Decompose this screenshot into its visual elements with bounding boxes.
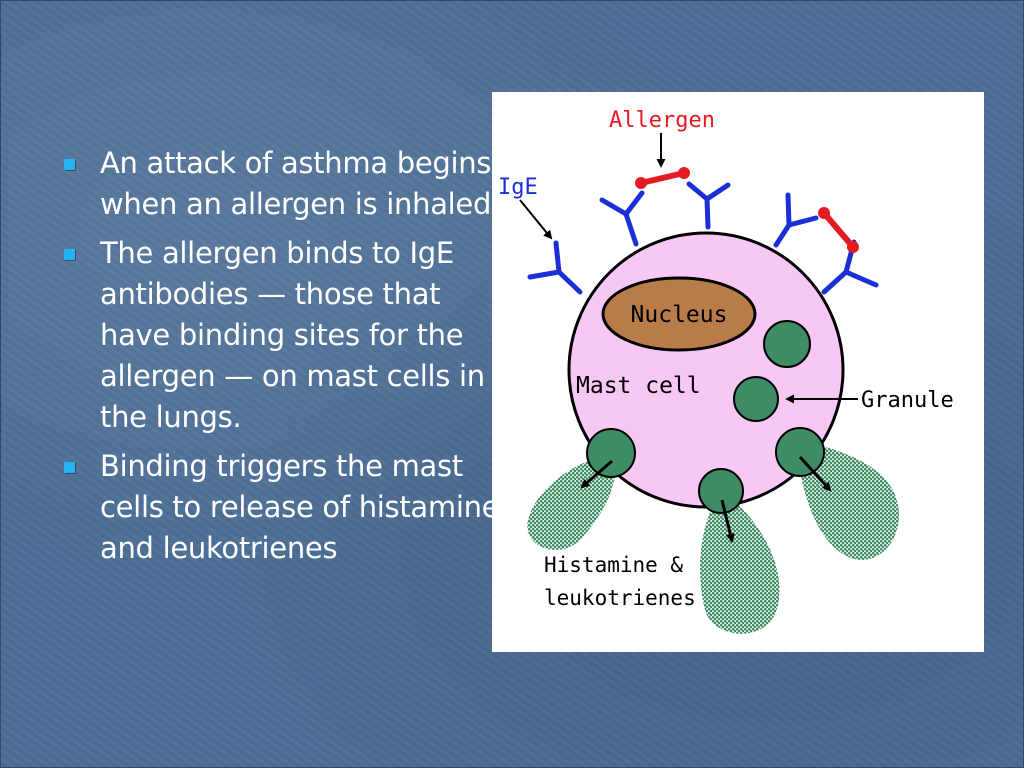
square-bullet-icon [64, 249, 75, 260]
release-arrows [580, 455, 832, 543]
square-bullet-icon [64, 462, 75, 473]
pointer-arrows [519, 133, 858, 404]
release-granules [586, 427, 825, 514]
histamine-label-line2: leukotrienes [544, 586, 696, 610]
bullet-text: Binding triggers the mast cells to relea… [100, 449, 500, 565]
granule [763, 320, 811, 368]
ige-label: IgE [498, 175, 538, 200]
granule [733, 376, 779, 422]
nucleus [601, 276, 757, 352]
mast-cell-diagram: Nucleus Mast cell [492, 92, 984, 652]
bullet-item: The allergen binds to IgE antibodies — t… [60, 233, 500, 438]
allergen-label: Allergen [609, 108, 715, 133]
square-bullet-icon [64, 159, 75, 170]
granule-label: Granule [861, 388, 954, 413]
bullet-text: An attack of asthma begins when an aller… [100, 146, 500, 221]
bullet-item: An attack of asthma begins when an aller… [60, 143, 500, 225]
bullet-list: An attack of asthma begins when an aller… [60, 143, 500, 577]
bullet-item: Binding triggers the mast cells to relea… [60, 446, 500, 569]
allergen-molecules [635, 167, 859, 253]
nucleus-label: Nucleus [631, 302, 728, 328]
ige-antibodies [527, 181, 879, 295]
bullet-text: The allergen binds to IgE antibodies — t… [100, 236, 485, 434]
histamine-label-line1: Histamine & [544, 553, 683, 577]
mast-cell-label: Mast cell [576, 373, 701, 399]
